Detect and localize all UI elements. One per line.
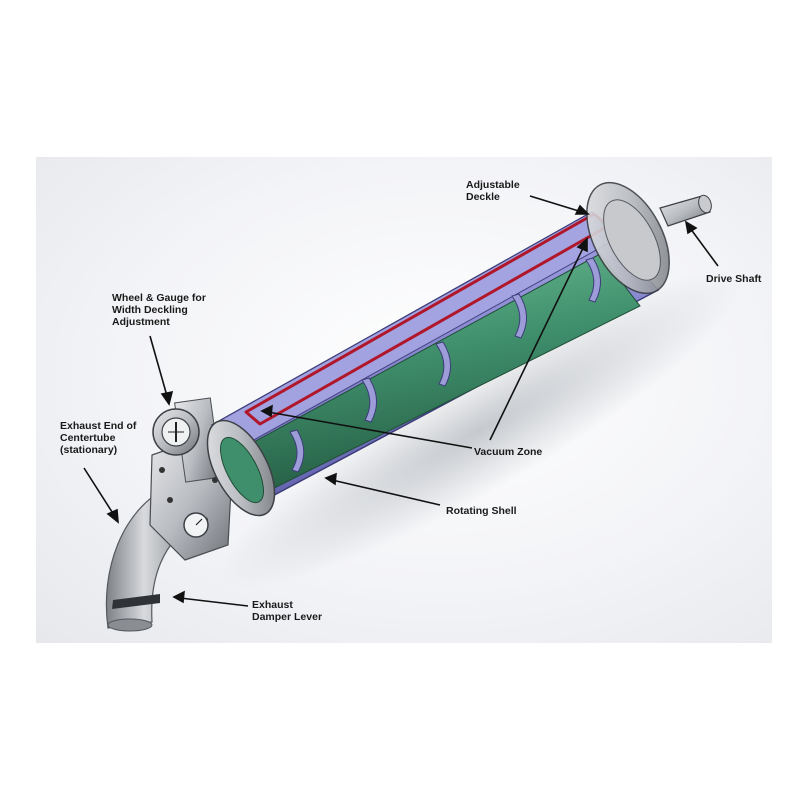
gauge-dial	[183, 512, 209, 538]
label-drive-shaft: Drive Shaft	[706, 273, 762, 285]
label-rotating-shell: Rotating Shell	[446, 505, 517, 517]
label-exhaust-end: Exhaust End of Centertube (stationary)	[60, 420, 137, 456]
floor-shadow	[218, 271, 742, 589]
front-end-ring	[206, 419, 276, 517]
rear-end-flange	[586, 181, 670, 295]
label-damper-lever: Exhaust Damper Lever	[252, 599, 323, 623]
label-vacuum-zone: Vacuum Zone	[474, 446, 543, 458]
damper-lever-band	[112, 594, 160, 609]
label-adjustable-deckle: Adjustable Deckle	[466, 179, 520, 203]
width-deckle-wheel	[152, 408, 200, 456]
label-wheel-gauge: Wheel & Gauge for Width Deckling Adjustm…	[112, 292, 206, 328]
leader-arrows	[83, 195, 719, 607]
drive-shaft	[659, 194, 712, 227]
support-ribs	[289, 257, 601, 473]
